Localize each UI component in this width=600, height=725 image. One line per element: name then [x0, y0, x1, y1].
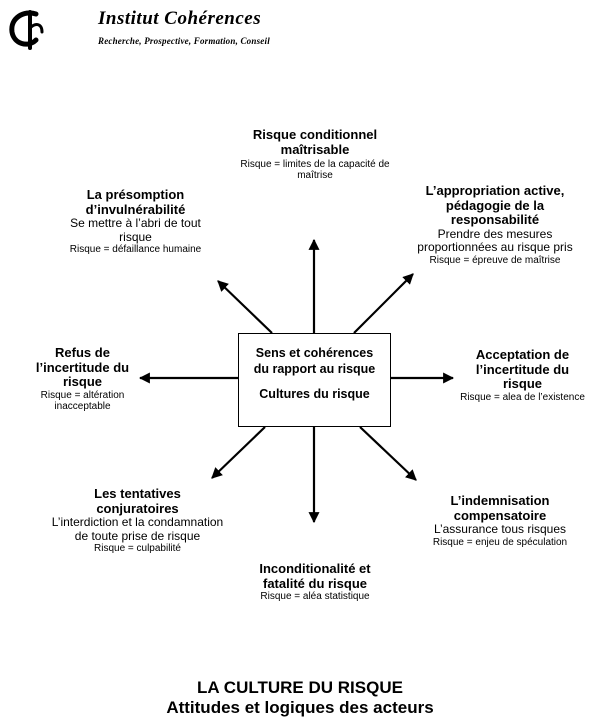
- brand-title: Institut Cohérences: [98, 8, 262, 29]
- center-box: Sens et cohérences du rapport au risque …: [238, 333, 391, 427]
- node-top-left: La présomption d’invulnérabilité Se mett…: [48, 187, 223, 255]
- node-left-title3: risque: [62, 374, 102, 390]
- node-bottom-small1: Risque = aléa statistique: [260, 591, 370, 603]
- center-line3: Cultures du risque: [259, 387, 370, 402]
- node-bottom-right-title2: compensatoire: [453, 507, 547, 523]
- node-right: Acceptation de l’incertitude du risque R…: [445, 347, 600, 403]
- node-top-right-small1: Risque = épreuve de maîtrise: [429, 254, 561, 266]
- node-bottom-right-desc1: L’assurance tous risques: [433, 522, 567, 537]
- node-top-right: L’appropriation active, pédagogie de la …: [395, 183, 595, 266]
- node-right-title1: Acceptation de: [475, 347, 570, 362]
- node-bottom: Inconditionalité et fatalité du risque R…: [215, 561, 415, 603]
- node-left: Refus de l’incertitude du risque Risque …: [20, 345, 145, 412]
- node-bottom-left-title1: Les tentatives: [94, 486, 181, 501]
- node-bottom-left-desc1: L’interdiction et la condamnation: [51, 515, 224, 530]
- node-top-left-small1: Risque = défaillance humaine: [69, 243, 202, 255]
- node-top-small1: Risque = limites de la capacité de: [240, 159, 390, 171]
- node-bottom-right: L’indemnisation compensatoire L’assuranc…: [410, 493, 590, 548]
- node-top-title2: maîtrisable: [280, 141, 350, 157]
- arrow-top-left: [217, 280, 273, 334]
- arrow-bottom-right: [359, 426, 417, 481]
- node-top-right-title2: pédagogie de la: [445, 197, 545, 213]
- center-line1: Sens et cohérences: [255, 346, 374, 360]
- node-top-left-desc1: Se mettre à l’abri de tout: [70, 216, 201, 231]
- node-top-small2: maîtrise: [297, 170, 333, 182]
- node-left-title2: l’incertitude du: [35, 359, 130, 375]
- node-bottom-left-title2: conjuratoires: [96, 500, 179, 516]
- node-top-left-title1: La présomption: [86, 187, 185, 202]
- center-line2: du rapport au risque: [253, 361, 376, 376]
- node-top: Risque conditionnel maîtrisable Risque =…: [215, 127, 415, 182]
- footer-title: LA CULTURE DU RISQUE: [197, 678, 403, 697]
- node-top-title1: Risque conditionnel: [252, 127, 378, 142]
- node-left-title1: Refus de: [55, 345, 110, 360]
- node-right-title2: l’incertitude du: [475, 361, 570, 377]
- node-bottom-right-title1: L’indemnisation: [450, 493, 550, 508]
- node-top-right-desc1: Prendre des mesures: [437, 226, 553, 241]
- node-bottom-left-small1: Risque = culpabilité: [94, 542, 181, 554]
- node-right-small1: Risque = alea de l’existence: [460, 391, 585, 403]
- node-bottom-left: Les tentatives conjuratoires L’interdict…: [30, 486, 245, 554]
- node-right-title3: risque: [502, 376, 542, 392]
- footer-subtitle: Attitudes et logiques des acteurs: [166, 698, 434, 717]
- node-bottom-title1: Inconditionalité et: [259, 561, 371, 576]
- node-bottom-right-small1: Risque = enjeu de spéculation: [432, 536, 568, 548]
- brand-subtitle: Recherche, Prospective, Formation, Conse…: [98, 36, 270, 46]
- node-top-right-title1: L’appropriation active,: [425, 183, 565, 198]
- logo-icon: [9, 10, 44, 50]
- node-top-right-title3: responsabilité: [450, 212, 540, 228]
- node-top-left-title2: d’invulnérabilité: [85, 201, 186, 217]
- arrow-top-right: [353, 273, 414, 334]
- arrow-bottom-left: [211, 426, 266, 479]
- node-top-left-desc2: risque: [119, 229, 152, 244]
- node-bottom-left-desc2: de toute prise de risque: [74, 528, 201, 543]
- node-left-small2: inacceptable: [54, 400, 111, 412]
- node-left-small1: Risque = altération: [40, 389, 125, 401]
- node-bottom-title2: fatalité du risque: [262, 575, 368, 591]
- node-top-right-desc2: proportionnées au risque pris: [417, 240, 573, 255]
